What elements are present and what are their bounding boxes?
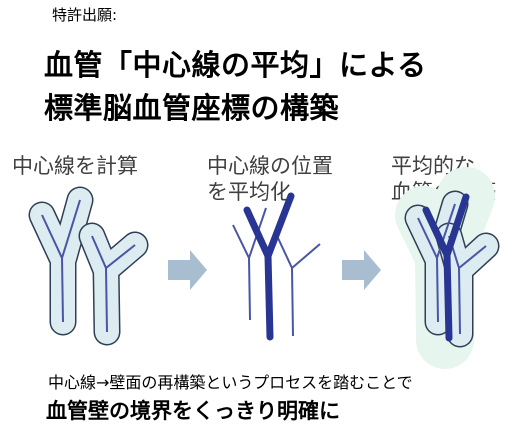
mean-centerline [243, 192, 295, 341]
conclusion-text: 血管壁の境界をくっきり明確に [46, 399, 340, 423]
step-1-label: 中心線を計算 [12, 153, 138, 179]
right-arrow-icon [342, 250, 381, 290]
process-note: 中心線→壁面の再構築というプロセスを踏むことで [48, 373, 413, 392]
step-2-centerlines-figure [232, 192, 321, 341]
step-2-label-line-1: 中心線の位置 [207, 154, 333, 178]
mean-centerline [422, 193, 470, 342]
title-line-1: 血管「中心線の平均」による [44, 48, 427, 82]
step-2-label-line-2: を平均化 [207, 180, 291, 204]
step-1-vessels-figure [28, 186, 149, 346]
step-1-label-line-1: 中心線を計算 [12, 154, 138, 178]
right-arrow-icon [168, 250, 207, 290]
title-line-2: 標準脳血管座標の構築 [44, 91, 340, 125]
step-2-label: 中心線の位置 を平均化 [207, 153, 333, 205]
vessel-front [78, 222, 149, 346]
vessel-back [28, 186, 94, 336]
step-3-average-vessel-figure [395, 167, 500, 369]
patent-label: 特許出願: [52, 6, 118, 24]
